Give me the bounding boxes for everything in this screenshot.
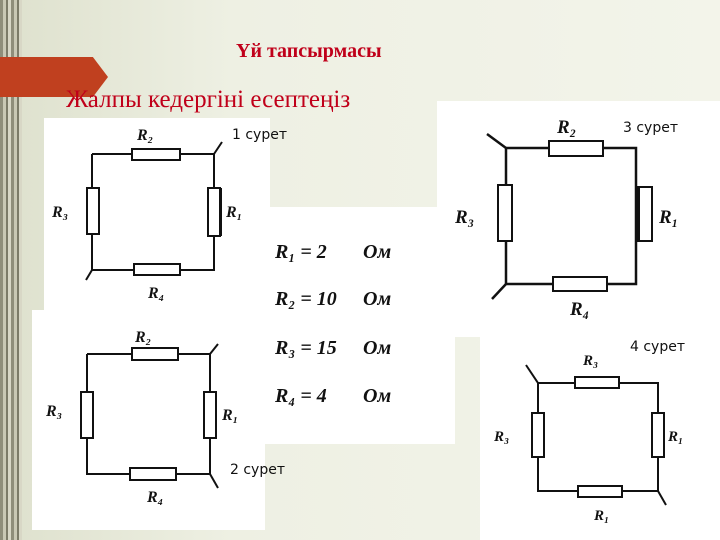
label-r3: R₃ — [454, 207, 474, 228]
value-unit: Ом — [363, 385, 392, 407]
circuit-4-panel: R₃ R₃ R₁ R₁ 4 сурет — [480, 337, 720, 540]
circuit-3-diagram: R₂ R₃ R₁ R₄ — [454, 117, 678, 320]
circuit-4-caption: 4 сурет — [630, 339, 685, 355]
value-row-r2: R₂ = 10 Ом — [275, 288, 391, 311]
circuit-2-panel: R₂ R₃ R₁ R₄ 2 сурет — [32, 310, 285, 530]
circuit-1-diagram: R₂ R₃ R₁ R₄ — [51, 127, 242, 302]
value-expr: R₁ = 2 — [275, 241, 327, 263]
value-expr: R₃ = 15 — [275, 337, 337, 359]
value-row-r1: R₁ = 2 Ом — [275, 241, 391, 264]
label-r3: R₃ — [45, 403, 62, 420]
circuit-4-diagram: R₃ R₃ R₁ R₁ — [493, 353, 683, 524]
label-r2: R₂ — [556, 117, 576, 138]
decorative-stripes — [0, 0, 22, 540]
label-r2: R₂ — [136, 127, 153, 144]
slide-title: Үй тапсырмасы — [236, 40, 382, 62]
circuit-3-caption: 3 сурет — [623, 120, 678, 136]
circuit-1-panel: R₂ R₃ R₁ R₄ 1 сурет — [44, 118, 287, 310]
circuit-2-caption: 2 сурет — [230, 462, 285, 478]
label-r4: R₄ — [147, 285, 164, 302]
value-unit: Ом — [363, 241, 392, 263]
label-r1: R₁ — [221, 407, 238, 424]
value-row-r3: R₃ = 15 Ом — [275, 337, 391, 360]
label-r2: R₂ — [134, 329, 151, 346]
label-r1: R₁ — [658, 207, 678, 228]
circuit-2-diagram: R₂ R₃ R₁ R₄ — [45, 329, 238, 506]
value-expr: R₂ = 10 — [275, 288, 337, 310]
circuit-3-panel: R₂ R₃ R₁ R₄ 3 сурет — [437, 101, 720, 337]
value-unit: Ом — [363, 288, 392, 310]
label-r1-bottom: R₁ — [593, 508, 609, 524]
value-row-r4: R₄ = 4 Ом — [275, 385, 391, 408]
value-unit: Ом — [363, 337, 392, 359]
label-r1: R₁ — [225, 204, 242, 221]
accent-arrow-shape — [0, 57, 108, 97]
label-r4: R₄ — [569, 299, 589, 320]
resistance-values-panel: R₁ = 2 Ом R₂ = 10 Ом R₃ = 15 Ом R₄ = 4 Ом — [265, 207, 455, 444]
label-r1: R₁ — [667, 429, 683, 445]
label-r3: R₃ — [51, 204, 68, 221]
label-r3: R₃ — [493, 429, 509, 445]
value-expr: R₄ = 4 — [275, 385, 327, 407]
label-r4: R₄ — [146, 489, 163, 506]
slide-subtitle: Жалпы кедергіні есептеңіз — [66, 86, 351, 113]
label-r3-top: R₃ — [582, 353, 598, 369]
circuit-1-caption: 1 сурет — [232, 127, 287, 143]
